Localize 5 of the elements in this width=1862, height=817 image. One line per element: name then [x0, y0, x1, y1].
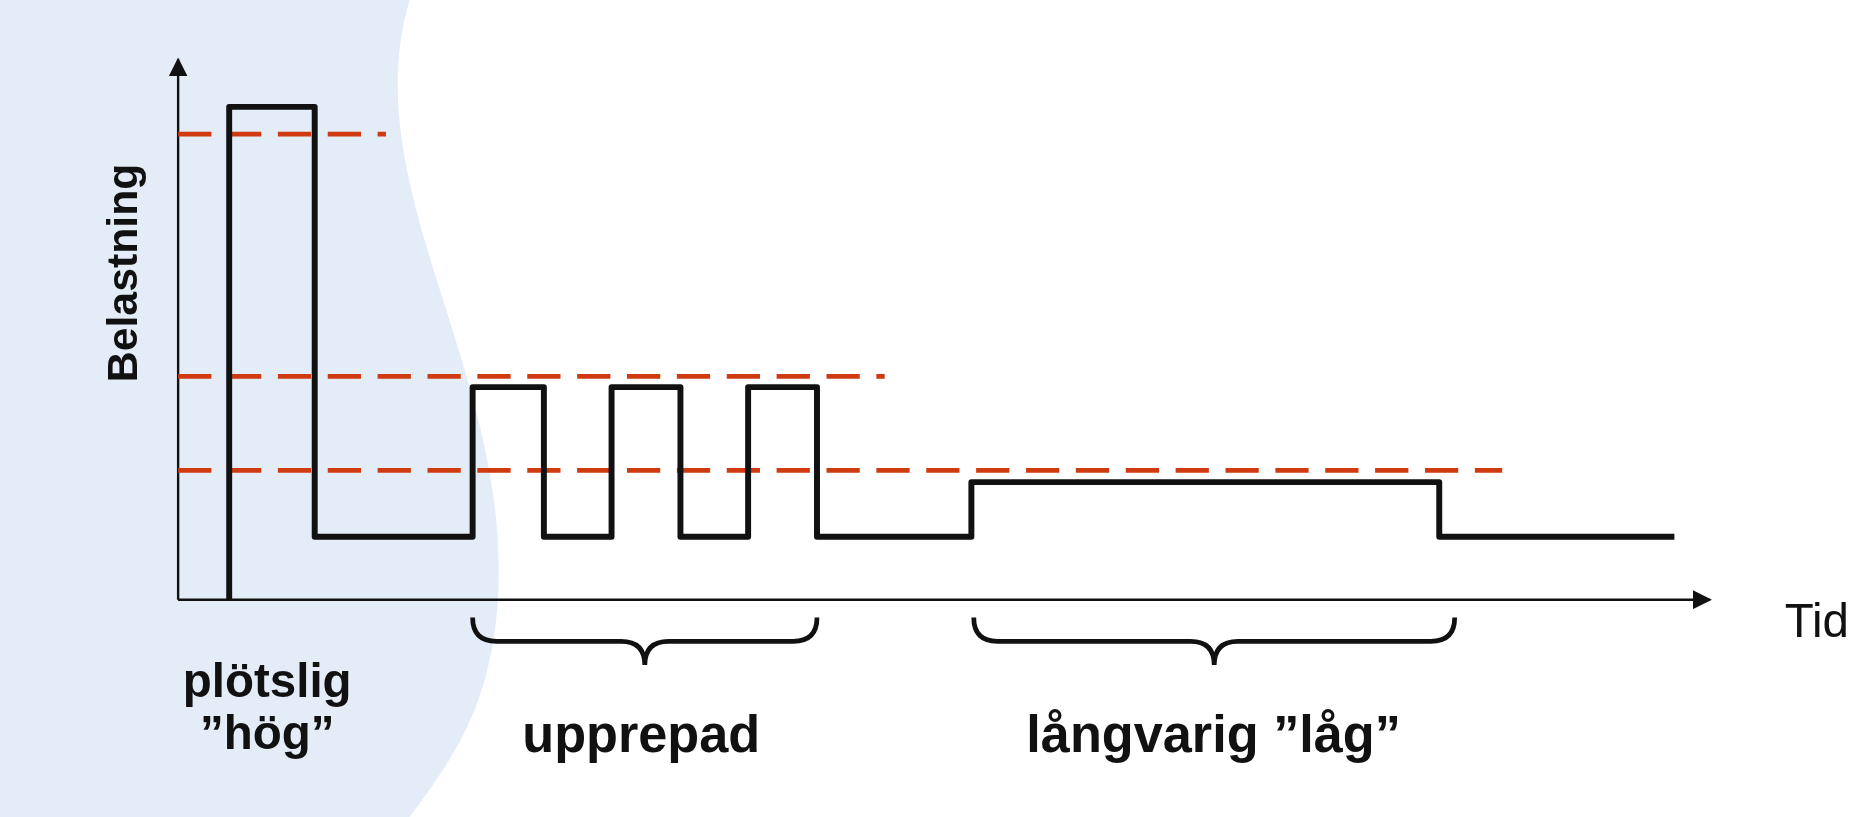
axis-title: Belastning	[98, 163, 146, 383]
load-type-label: plötslig ”hög”	[181, 654, 353, 759]
load-type-label: långvarig ”låg”	[1026, 705, 1401, 763]
axis-title: Tid	[1784, 593, 1849, 646]
load-type-label: upprepad	[522, 705, 761, 763]
